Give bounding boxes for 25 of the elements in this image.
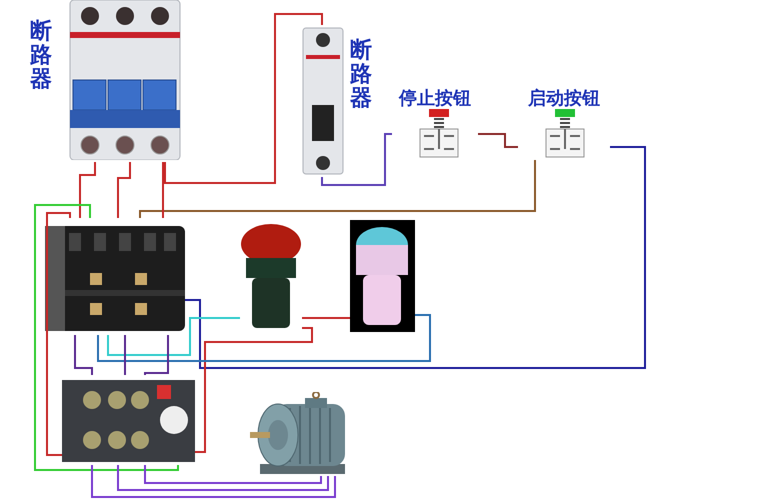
wire bbox=[139, 160, 536, 218]
indicator-lamp-drawing bbox=[350, 220, 415, 332]
wire bbox=[74, 335, 93, 375]
wire bbox=[117, 465, 329, 491]
device-label: 断路器 bbox=[350, 39, 372, 112]
wire bbox=[164, 13, 323, 184]
wire bbox=[107, 317, 240, 356]
wire bbox=[79, 162, 96, 218]
wire bbox=[195, 327, 313, 453]
wire bbox=[117, 162, 131, 218]
wire bbox=[124, 335, 126, 375]
wire bbox=[97, 314, 431, 362]
wire bbox=[185, 146, 646, 369]
wire bbox=[478, 133, 518, 148]
wire bbox=[46, 212, 71, 456]
wire bbox=[144, 335, 169, 375]
wire bbox=[162, 162, 164, 218]
wire bbox=[302, 317, 350, 319]
device-label: 启动按钮 bbox=[526, 87, 601, 111]
wire bbox=[34, 204, 179, 471]
wire bbox=[144, 465, 322, 484]
wire bbox=[91, 465, 336, 498]
device-label: 停止按钮 bbox=[398, 87, 472, 111]
wire bbox=[321, 133, 392, 186]
device-label: 断路器 bbox=[30, 20, 52, 93]
